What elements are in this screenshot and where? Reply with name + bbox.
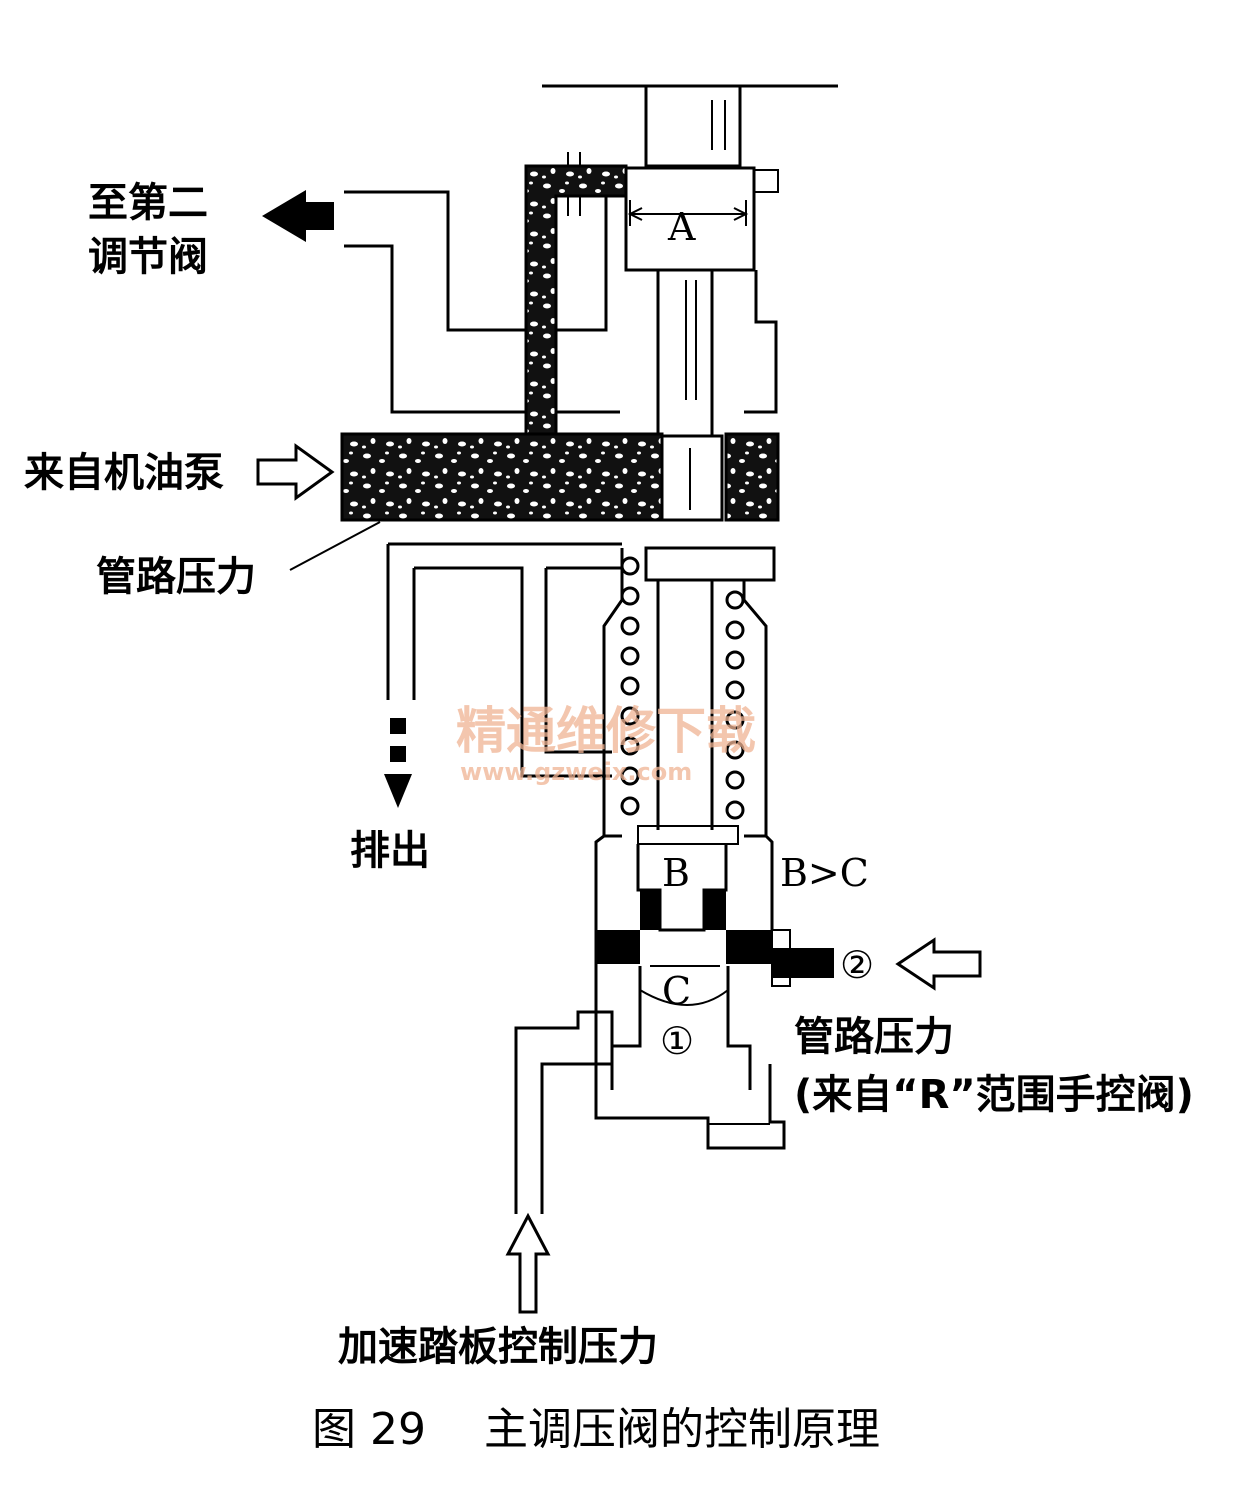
label-to-second-1: 至第二: [88, 180, 208, 226]
dimension-A: [627, 200, 749, 226]
label-to-second-2: 调节阀: [88, 234, 208, 280]
symbol-B: B: [662, 851, 690, 895]
solid-seals: [596, 890, 834, 978]
label-line-pressure-2: 管路压力: [794, 1014, 954, 1060]
line-pressure-passages: [340, 164, 780, 522]
symbol-A: A: [667, 205, 696, 249]
label-accelerator: 加速踏板控制压力: [338, 1324, 658, 1370]
watermark-url: www.gzweix.com: [460, 758, 692, 786]
arrow-exhaust: [384, 718, 412, 808]
label-exhaust: 排出: [350, 828, 430, 874]
figure-caption: 图 29 主调压阀的控制原理: [312, 1404, 880, 1455]
arrow-accelerator: [505, 1212, 551, 1314]
spring: [620, 556, 745, 820]
valve-body: [344, 84, 838, 1214]
label-line-pressure: 管路压力: [96, 554, 256, 600]
arrow-from-pump: [256, 443, 335, 501]
port-2: ②: [840, 943, 874, 987]
arrow-port-2: [895, 937, 982, 991]
port-1: ①: [660, 1019, 694, 1063]
label-from-pump: 来自机油泵: [24, 450, 224, 496]
label-from-r-valve: (来自“R”范围手控阀): [794, 1072, 1194, 1118]
line-pressure-leader: [289, 521, 381, 571]
arrow-to-second-regulator: [262, 190, 334, 242]
label-b-gt-c: B>C: [780, 851, 869, 895]
watermark-title: 精通维修下载: [456, 702, 756, 760]
symbol-C: C: [662, 969, 691, 1013]
